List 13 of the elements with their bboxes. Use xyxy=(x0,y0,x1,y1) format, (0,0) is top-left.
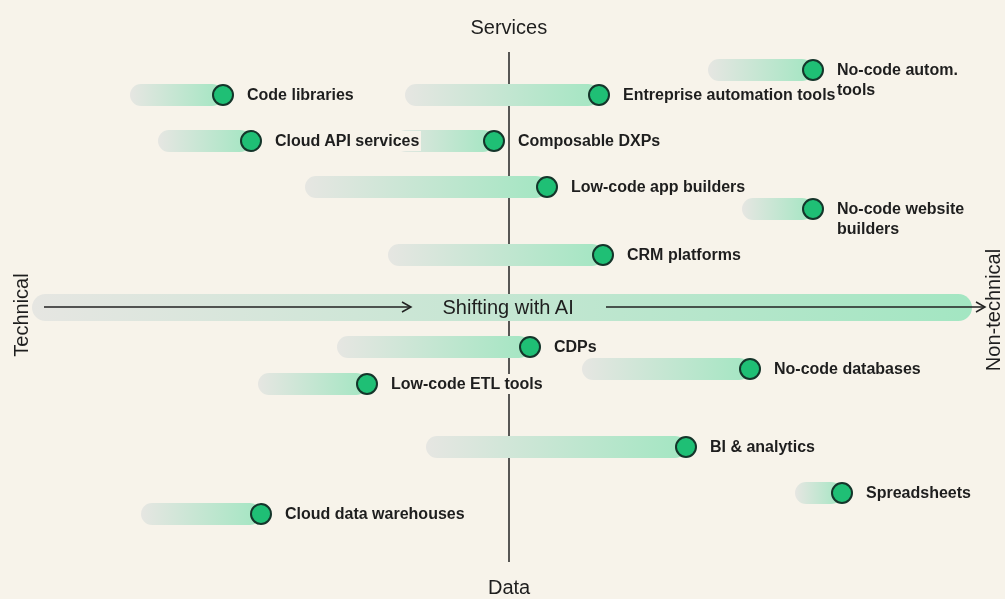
category-label: Spreadsheets xyxy=(864,483,973,503)
axis-label: Data xyxy=(488,575,531,599)
category-label: Entreprise automation tools xyxy=(621,85,838,105)
axis-label: Services xyxy=(470,15,548,39)
category-label: Composable DXPs xyxy=(516,131,663,151)
axis-label: Non-technical xyxy=(981,248,1005,372)
axis-label: Technical xyxy=(8,273,33,357)
category-label: Cloud API services xyxy=(273,131,422,151)
category-label: Low-code app builders xyxy=(569,177,748,197)
category-label: BI & analytics xyxy=(708,437,817,457)
category-label: CRM platforms xyxy=(625,245,743,265)
axis-arrow-label: Shifting with AI xyxy=(442,295,574,319)
category-label: Low-code ETL tools xyxy=(389,374,545,394)
